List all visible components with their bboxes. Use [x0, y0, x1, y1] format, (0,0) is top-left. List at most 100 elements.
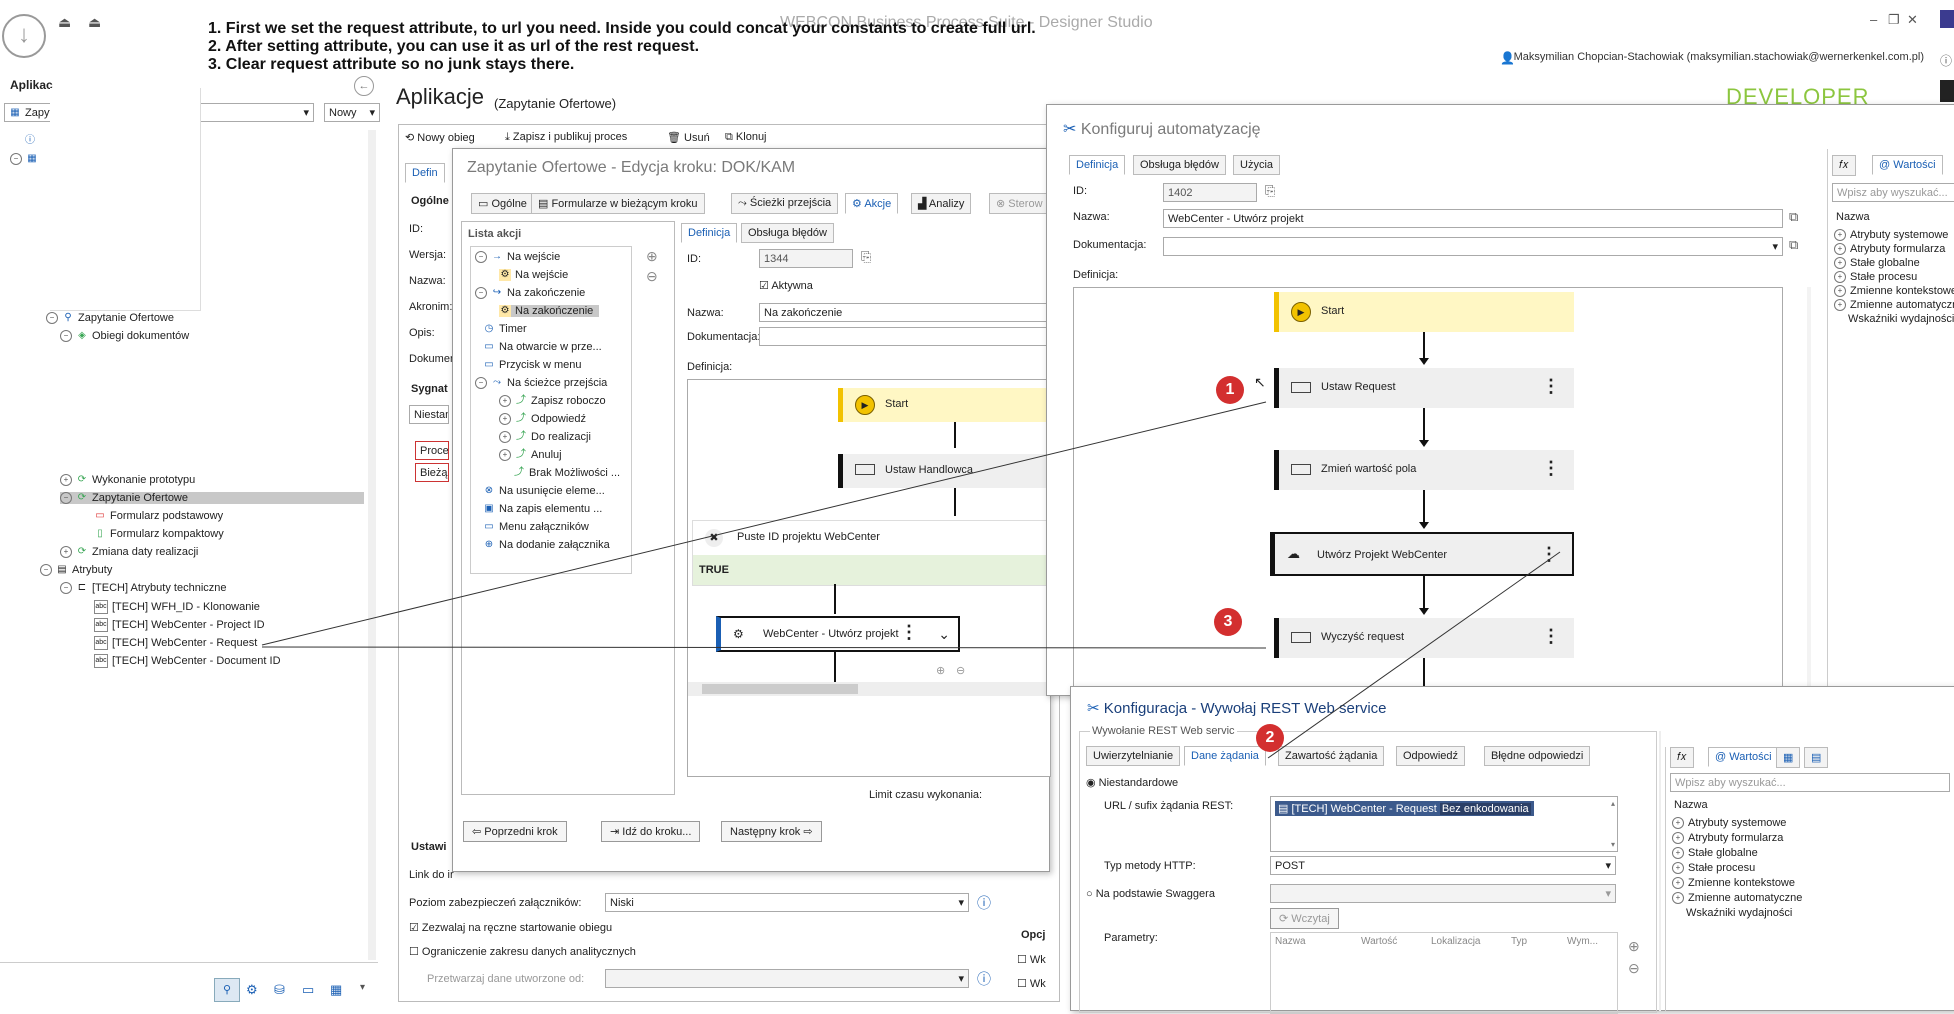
tree-view-icon[interactable]: ⚲ — [214, 978, 240, 1002]
action-menu-button[interactable]: ▭Przycisk w menu — [484, 359, 582, 371]
tab-usages[interactable]: Użycia — [1233, 155, 1281, 175]
tree-item-attrs[interactable]: −▤Atrybuty — [40, 564, 112, 577]
flow-step-create-project[interactable]: ⚙WebCenter - Utwórz projekt⋮⌄ — [716, 616, 960, 652]
export-icon[interactable]: ⏏ — [58, 14, 72, 30]
clone-button[interactable]: ⧉ Klonuj — [725, 131, 767, 143]
portal-view-icon[interactable]: ▭ — [302, 982, 315, 997]
translate-icon[interactable]: ⧉ — [1789, 209, 1799, 224]
tree-item-attr-1[interactable]: abc[TECH] WFH_ID - Klonowanie — [94, 600, 260, 614]
tab-list-view[interactable]: ▤ — [1804, 747, 1829, 768]
tree-item-attr-2[interactable]: abc[TECH] WebCenter - Project ID — [94, 618, 265, 632]
process-from-select[interactable]: ▾ — [605, 969, 969, 988]
tab-error-handling[interactable]: Obsługa błędów — [1133, 155, 1226, 175]
action-path-save[interactable]: +⤴Zapisz roboczo — [499, 395, 606, 408]
condition-block[interactable]: ✖ Puste ID projektu WebCenter TRUE — [692, 520, 1050, 586]
action-on-path[interactable]: −⤳Na ścieżce przejścia — [475, 377, 607, 390]
auto-step-clear-request[interactable]: Wyczyść request⋮ — [1274, 618, 1574, 658]
collapse-icon[interactable]: − — [46, 312, 58, 325]
scroll-thumb[interactable] — [702, 684, 858, 694]
expand-icon[interactable]: + — [1834, 257, 1846, 270]
tab-control[interactable]: ⊗ Sterow — [989, 193, 1050, 214]
tab-request-body[interactable]: Zawartość żądania — [1278, 746, 1385, 766]
more-icon[interactable]: ⋮ — [1542, 626, 1560, 646]
expand-icon[interactable]: + — [1672, 862, 1684, 875]
auto-step-change-field[interactable]: Zmień wartość pola⋮ — [1274, 450, 1574, 490]
auto-step-create-project[interactable]: ☁Utwórz Projekt WebCenter⋮ — [1270, 532, 1574, 576]
tab-actions[interactable]: ⚙ Akcje — [845, 193, 899, 214]
next-step-button[interactable]: Następny krok ⇨ — [721, 821, 822, 842]
values-item[interactable]: +Stałe globalne — [1672, 847, 1758, 860]
security-select[interactable]: Niski▾ — [605, 893, 969, 912]
close-icon[interactable]: ✕ — [1907, 12, 1918, 27]
translate-icon[interactable]: ⧉ — [1789, 237, 1799, 252]
condition-true-branch[interactable]: TRUE — [693, 555, 1050, 585]
minimize-icon[interactable]: – — [1870, 12, 1878, 27]
values-search-input[interactable]: Wpisz aby wyszukać... — [1832, 183, 1954, 202]
tree-item-form-compact[interactable]: ▯Formularz kompaktowy — [94, 528, 223, 540]
expand-icon[interactable]: + — [60, 546, 72, 559]
chevron-down-icon[interactable]: ▾ — [360, 982, 366, 993]
option-checkbox-2[interactable]: ☐ Wk — [1017, 978, 1046, 990]
action-path-cancel[interactable]: +⤴Anuluj — [499, 449, 562, 462]
tree-item-tech[interactable]: −⊏[TECH] Atrybuty techniczne — [60, 582, 227, 595]
auto-step-set-request[interactable]: Ustaw Request⋮ — [1274, 368, 1574, 408]
expand-icon[interactable]: + — [1672, 817, 1684, 830]
swagger-radio[interactable]: ○ Na podstawie Swaggera — [1086, 888, 1215, 900]
signature-type[interactable]: Niestand — [409, 405, 449, 424]
tree-item-flows[interactable]: −◈Obiegi dokumentów — [60, 330, 189, 343]
expand-icon[interactable]: + — [1834, 229, 1846, 242]
collapse-icon[interactable]: − — [60, 492, 72, 505]
tab-definition[interactable]: Defin — [405, 163, 445, 183]
splitter[interactable] — [1807, 287, 1811, 687]
signature-current[interactable]: Bieżąc — [415, 463, 449, 482]
action-on-open[interactable]: ▭Na otwarcie w prze... — [484, 341, 602, 353]
tree-item-attr-3[interactable]: abc[TECH] WebCenter - Request — [94, 636, 258, 650]
copy-id-icon[interactable]: ⎘ — [1265, 183, 1276, 198]
automation-name-field[interactable]: WebCenter - Utwórz projekt — [1163, 209, 1783, 228]
values-item[interactable]: Wskaźniki wydajności — [1686, 907, 1793, 919]
tab-forms[interactable]: ▤ Formularze w bieżącym kroku — [531, 193, 705, 214]
collapse-icon[interactable]: − — [475, 377, 487, 390]
delete-button[interactable]: 🗑 Usuń — [667, 132, 710, 144]
add-action-icon[interactable]: ⊕ — [646, 248, 658, 264]
more-icon[interactable]: ⋮ — [1542, 376, 1560, 396]
tab-values[interactable]: @ Wartości — [1708, 747, 1779, 767]
values-item[interactable]: +Atrybuty systemowe — [1834, 229, 1948, 242]
tab-paths[interactable]: ⤳ Ścieżki przejścia — [731, 193, 839, 214]
action-path-realize[interactable]: +⤴Do realizacji — [499, 431, 591, 444]
more-icon[interactable]: ⋮ — [1542, 458, 1560, 478]
new-flow-button[interactable]: ⟲ Nowy obieg — [405, 132, 475, 144]
tab-definition[interactable]: Definicja — [681, 223, 738, 243]
action-on-exit[interactable]: −↪Na zakończenie — [475, 287, 585, 300]
signature-process[interactable]: Proces — [415, 441, 449, 460]
zoom-out-icon[interactable]: ⊖ — [956, 665, 966, 677]
tab-error-responses[interactable]: Błędne odpowiedzi — [1484, 746, 1591, 766]
action-timer[interactable]: ◷Timer — [484, 323, 527, 335]
collapse-icon[interactable]: − — [60, 330, 72, 343]
values-item[interactable]: +Zmienne kontekstowe — [1834, 285, 1954, 298]
report-view-icon[interactable]: ▦ — [330, 982, 343, 997]
import-icon[interactable]: ⏏ — [88, 14, 102, 30]
expand-icon[interactable]: + — [499, 431, 511, 444]
tab-error-handling[interactable]: Obsługa błędów — [741, 223, 834, 243]
collapse-icon[interactable]: − — [40, 564, 52, 577]
action-on-exit-item[interactable]: ⚙Na zakończenie — [499, 305, 599, 318]
chevron-down-icon[interactable]: ⌄ — [938, 626, 950, 642]
collapse-icon[interactable]: − — [475, 251, 487, 264]
action-on-entry[interactable]: −→Na wejście — [475, 251, 560, 264]
save-publish-button[interactable]: ⤓ Zapisz i publikuj proces — [505, 131, 628, 143]
values-item[interactable]: +Stałe procesu — [1834, 271, 1917, 284]
values-item[interactable]: Wskaźniki wydajności — [1848, 313, 1954, 325]
action-path-none[interactable]: ⤴Brak Możliwości ... — [514, 467, 621, 479]
teams-icon[interactable] — [1940, 10, 1954, 28]
auto-step-start[interactable]: ▶Start — [1274, 292, 1574, 332]
action-path-reply[interactable]: +⤴Odpowiedź — [499, 413, 586, 426]
tab-definition[interactable]: Definicja — [1069, 155, 1126, 175]
values-item[interactable]: +Stałe globalne — [1834, 257, 1920, 270]
expand-icon[interactable]: + — [1672, 847, 1684, 860]
action-on-entry-item[interactable]: ⚙Na wejście — [499, 269, 569, 282]
new-dropdown[interactable]: Nowy▾ — [324, 103, 380, 122]
custom-radio[interactable]: ◉ Niestandardowe — [1086, 777, 1179, 789]
load-button[interactable]: ⟳ Wczytaj — [1270, 908, 1339, 929]
add-param-icon[interactable]: ⊕ — [1628, 938, 1640, 954]
